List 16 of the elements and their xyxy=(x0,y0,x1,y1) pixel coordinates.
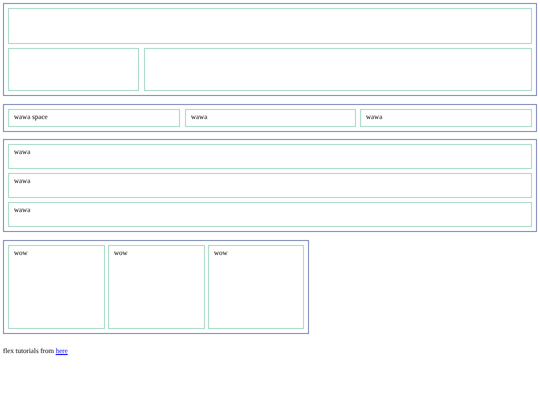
flex-item xyxy=(144,48,532,91)
flex-item xyxy=(8,48,139,91)
flex-item xyxy=(8,245,105,329)
flex-container xyxy=(3,104,537,132)
flex-item xyxy=(8,144,532,169)
flex-item xyxy=(8,202,532,227)
flex-item xyxy=(8,109,180,127)
flex-item xyxy=(360,109,532,127)
flex-item xyxy=(108,245,205,329)
flex-container xyxy=(3,240,309,334)
flex-item xyxy=(8,8,532,44)
flex-container xyxy=(3,139,537,232)
flex-item xyxy=(185,109,356,127)
flex-container xyxy=(3,3,537,96)
flex-item xyxy=(208,245,304,329)
flex-item xyxy=(8,173,532,198)
